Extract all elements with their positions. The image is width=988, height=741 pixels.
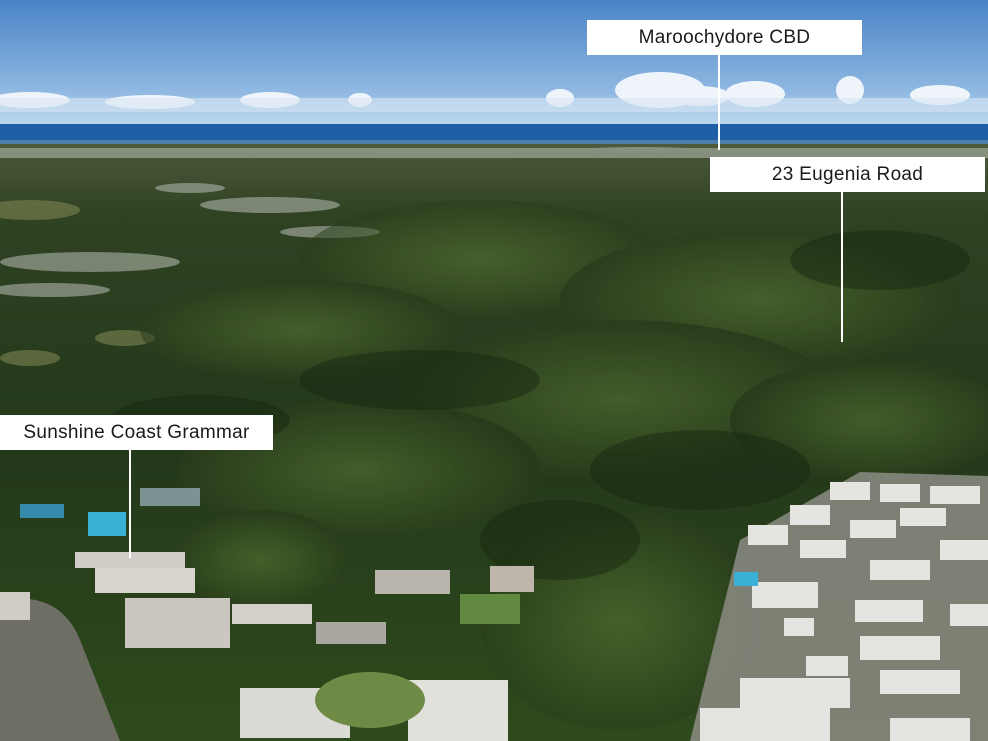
maroochydore-cbd-label: Maroochydore CBD [587, 20, 862, 55]
clouds [0, 72, 988, 112]
school-pool [88, 512, 126, 536]
estate-pool [734, 572, 758, 586]
cbd-pointer-line [718, 55, 720, 150]
ocean [0, 124, 988, 144]
property-pointer-line [841, 192, 843, 342]
school-campus [0, 488, 534, 741]
tree-canopy [140, 200, 988, 730]
property-address-label: 23 Eugenia Road [710, 157, 985, 192]
sunshine-coast-grammar-label: Sunshine Coast Grammar [0, 415, 273, 450]
school-pointer-line [129, 450, 131, 558]
distant-suburbs [0, 147, 988, 297]
housing-estate [690, 472, 988, 741]
